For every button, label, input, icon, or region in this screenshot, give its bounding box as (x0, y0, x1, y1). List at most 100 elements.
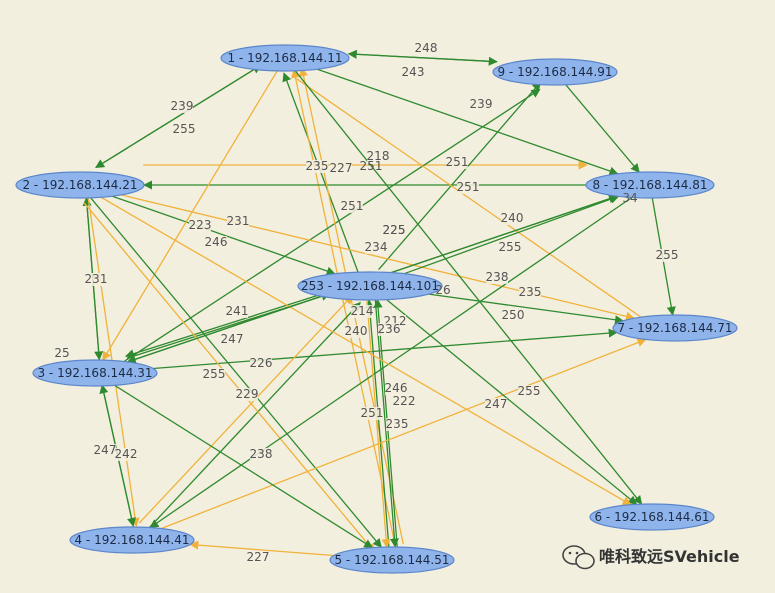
node-label: 5 - 192.168.144.51 (334, 553, 449, 567)
edge-label: 238 (250, 447, 273, 461)
edges-layer (82, 49, 676, 557)
node-ellipse (612, 314, 738, 342)
edge-label-bg (385, 382, 407, 395)
partial-edge-label: 26 (435, 283, 450, 297)
edge-label-bg (486, 271, 508, 284)
edge-label: 222 (393, 394, 416, 408)
edge-label: 251 (341, 199, 364, 213)
edge-label: 251 (457, 180, 480, 194)
edge-label: 238 (486, 270, 509, 284)
edge-n4-n253 (138, 295, 353, 524)
edge-n253-n1 (282, 72, 360, 275)
node-ellipse (589, 503, 715, 531)
edge-label: 247 (485, 397, 508, 411)
edge-n253-n5 (374, 299, 399, 548)
edge-n3-n9 (117, 88, 541, 367)
edge-label: 255 (173, 122, 196, 136)
edge-n9-n8 (565, 84, 640, 173)
edge-label: 255 (656, 248, 679, 262)
edge-label-bg (378, 323, 400, 336)
node-ellipse (585, 171, 715, 199)
edge-label-bg (306, 160, 328, 173)
node-n7[interactable]: 7 - 192.168.144.71 (612, 314, 738, 342)
edge-label: 227 (330, 161, 353, 175)
edge-label: 235 (519, 285, 542, 299)
edge-n2-n6 (100, 196, 632, 506)
edge-label-bg (85, 273, 107, 286)
edge-label: 255 (499, 240, 522, 254)
node-label: 6 - 192.168.144.61 (594, 510, 709, 524)
partial-edge-label: 225 (383, 223, 406, 237)
edge-label: 218 (367, 149, 390, 163)
edge-label: 229 (236, 387, 259, 401)
edge-label: 227 (247, 550, 270, 564)
node-ellipse (32, 359, 158, 387)
edge-label: 251 (361, 406, 384, 420)
node-n8[interactable]: 8 - 192.168.144.81 (585, 171, 715, 199)
node-ellipse (329, 546, 455, 574)
node-ellipse (492, 58, 618, 86)
nodes-layer: 1 - 192.168.144.11 9 - 192.168.144.91 2 - … (15, 44, 738, 574)
node-n2[interactable]: 2 - 192.168.144.21 (15, 171, 145, 199)
node-label: 253 - 192.168.144.101 (301, 279, 439, 293)
edge-n253-n3 (124, 291, 329, 359)
edge-label-bg (205, 236, 227, 249)
watermark-text: 唯科致远SVehicle (599, 547, 740, 566)
edge-label: 226 (250, 356, 273, 370)
node-label: 2 - 192.168.144.21 (22, 178, 137, 192)
edge-label-bg (361, 407, 383, 420)
edge-label: 235 (386, 417, 409, 431)
wechat-icon (562, 545, 595, 570)
edge-label-bg (499, 241, 521, 254)
node-n5[interactable]: 5 - 192.168.144.51 (329, 546, 455, 574)
node-label: 1 - 192.168.144.11 (227, 51, 342, 65)
edge-n253-n5 (366, 300, 391, 549)
partial-edge-label: 251 (360, 159, 383, 173)
edge-label-bg (402, 66, 424, 79)
edge-label-bg (94, 444, 116, 457)
edge-label-bg (518, 385, 540, 398)
edge-label: 242 (115, 447, 138, 461)
edge-label: 255 (518, 384, 541, 398)
edge-label-bg (247, 551, 269, 564)
edge-n3-n5 (114, 384, 374, 549)
edge-n3-n7 (153, 328, 618, 370)
edge-label-bg (203, 368, 225, 381)
edge-label: 255 (203, 367, 226, 381)
partial-edge-label: 25 (54, 346, 69, 360)
edge-label: 243 (402, 65, 425, 79)
node-n6[interactable]: 6 - 192.168.144.61 (589, 503, 715, 531)
edge-label: 246 (385, 381, 408, 395)
edge-label: 234 (365, 240, 388, 254)
edge-label: 240 (345, 324, 368, 338)
node-label: 3 - 192.168.144.31 (37, 366, 152, 380)
edge-label-bg (171, 100, 193, 113)
edge-label-bg (351, 305, 373, 318)
edge-n4-n253 (146, 301, 361, 531)
edge-label-bg (189, 219, 211, 232)
edge-label-bg (502, 309, 524, 322)
node-n3[interactable]: 3 - 192.168.144.31 (32, 359, 158, 387)
node-n4[interactable]: 4 - 192.168.144.41 (69, 526, 195, 554)
edge-label: 239 (470, 97, 493, 111)
node-n1[interactable]: 1 - 192.168.144.11 (220, 44, 350, 72)
node-n253[interactable]: 253 - 192.168.144.101 (297, 271, 443, 301)
edge-label: 250 (502, 308, 525, 322)
edge-label: 236 (378, 322, 401, 336)
edge-label-bg (236, 388, 258, 401)
edge-label-bg (367, 150, 389, 163)
node-n9[interactable]: 9 - 192.168.144.91 (492, 58, 618, 86)
edge-label-bg (173, 123, 195, 136)
watermark: 唯科致远SVehicle (562, 545, 740, 570)
edge-label-bg (365, 241, 387, 254)
edge-label: 231 (85, 272, 108, 286)
node-ellipse (297, 271, 443, 301)
edge-n8-n4 (149, 196, 633, 529)
edge-label-bg (470, 98, 492, 111)
edge-label: 239 (171, 99, 194, 113)
edge-label: 241 (226, 304, 249, 318)
edge-label-bg (383, 224, 405, 237)
edge-label-bg (386, 418, 408, 431)
edge-label-bg (226, 305, 248, 318)
